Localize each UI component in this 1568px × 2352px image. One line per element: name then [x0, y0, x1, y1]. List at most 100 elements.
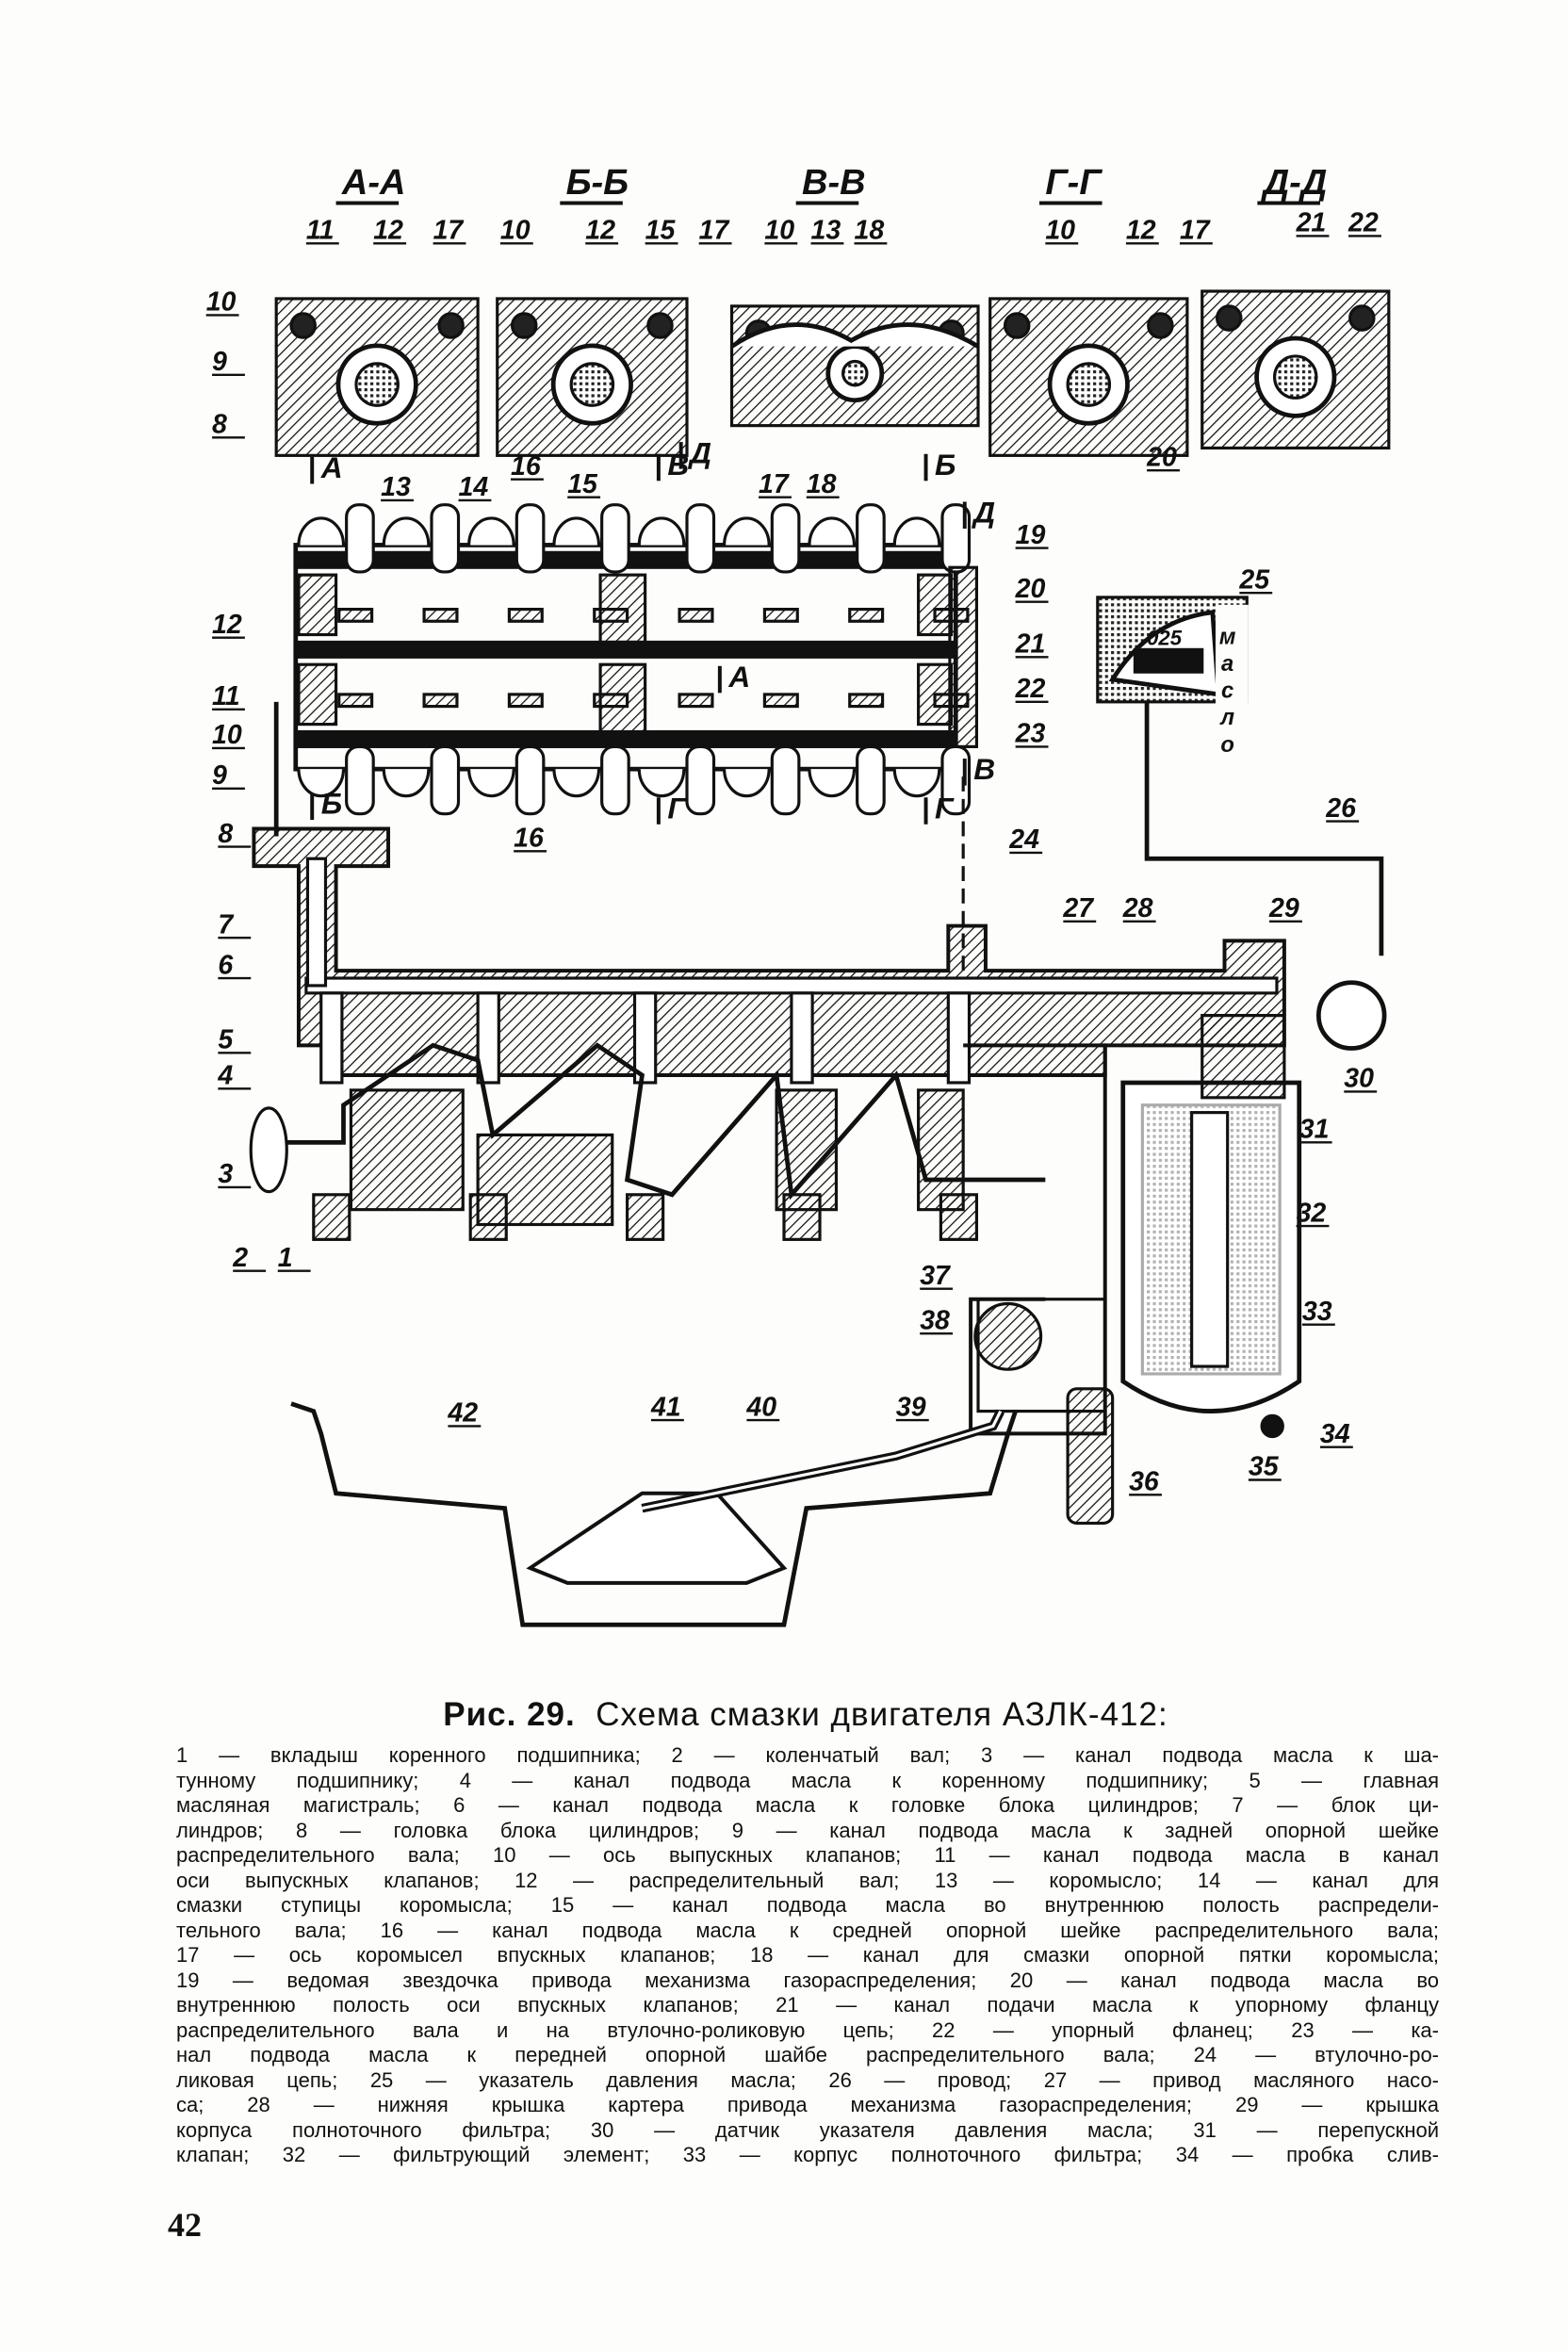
crankshaft-pulley — [249, 1106, 288, 1194]
valve-spring-cap — [808, 516, 857, 546]
cam-lobe — [848, 693, 885, 709]
valve-spring-cap — [892, 769, 941, 798]
callout-number: 13 — [811, 216, 841, 246]
callout-number: 10 — [500, 216, 531, 246]
filter-center-tube — [1190, 1111, 1230, 1368]
cylinder-block — [252, 826, 1286, 1078]
legend-line: 19 — ведомая звездочка привода механизма… — [176, 1968, 1439, 1992]
legend-line: тунному подшипнику; 4 — канал подвода ма… — [176, 1768, 1439, 1792]
callout-number: 40 — [745, 1392, 776, 1422]
callout-number: 25 — [1238, 564, 1270, 595]
oil-intake-strainer — [526, 1491, 788, 1585]
oil-intake-pipe-inner — [642, 1410, 1003, 1511]
crank-web — [775, 1088, 839, 1212]
crank-web — [917, 1088, 965, 1212]
rocker-arm — [685, 503, 716, 574]
legend-line: масляная магистраль; 6 — канал подвода м… — [176, 1793, 1439, 1817]
callout-number: 15 — [567, 469, 598, 499]
section-cut-label: Д — [687, 435, 711, 469]
legend-line: смазки ступицы коромысла; 15 — канал под… — [176, 1893, 1439, 1917]
callout-number: 12 — [373, 216, 403, 246]
bearing-web — [632, 991, 658, 1085]
valve-spring-cap — [467, 516, 515, 546]
callout-number: 20 — [1015, 574, 1046, 604]
main-bearing — [626, 1193, 665, 1241]
callout-number: 22 — [1015, 674, 1046, 704]
callout-number: 18 — [807, 469, 837, 499]
gauge-word: масло — [1215, 624, 1240, 759]
timing-cover — [963, 1043, 1107, 1436]
cam-lobe — [593, 607, 629, 623]
crank-web — [349, 1088, 465, 1212]
callout-number: 3 — [218, 1159, 233, 1189]
section-cut-label: Б — [935, 448, 956, 482]
rocker-arm — [600, 503, 630, 574]
rocker-shaft-section — [1348, 304, 1376, 332]
cam-lobe — [593, 693, 629, 709]
cam-lobe — [422, 693, 459, 709]
cam-lobe — [507, 607, 544, 623]
camshaft-core — [569, 362, 615, 407]
section-cut-label: В — [667, 448, 689, 482]
callout-number: 29 — [1268, 893, 1299, 923]
rocker-arm — [514, 744, 546, 816]
rocker-arm — [430, 503, 461, 574]
oil-shaft-line — [294, 640, 957, 659]
callout-number: 10 — [1045, 216, 1075, 246]
callout-number: 31 — [1299, 1115, 1330, 1145]
callout-number: 6 — [218, 950, 234, 980]
callout-number: 26 — [1325, 793, 1357, 824]
valve-spring-cap — [297, 516, 346, 546]
callout-number: 21 — [1015, 629, 1046, 660]
valve-spring-cap — [723, 769, 771, 798]
rocker-shaft-section — [1215, 304, 1243, 332]
oil-pump-gear — [973, 1301, 1043, 1371]
callout-number: 33 — [1302, 1297, 1332, 1327]
legend-line: тельного вала; 16 — канал подвода масла … — [176, 1918, 1439, 1942]
cam-lobe — [422, 607, 459, 623]
rocker-arm — [600, 744, 630, 816]
legend-line: распределительного вала; 10 — ось выпуск… — [176, 1843, 1439, 1867]
rocker-arm — [685, 744, 716, 816]
callout-number: 14 — [459, 472, 489, 502]
camshaft-sprocket — [948, 565, 979, 748]
valve-spring-cap — [637, 769, 686, 798]
callout-number: 18 — [854, 216, 884, 246]
callout-number: 28 — [1122, 893, 1153, 923]
callout-number: 17 — [699, 216, 730, 246]
rocker-shaft-section — [1147, 312, 1174, 339]
oil-intake-pipe — [641, 1409, 1005, 1513]
bypass-valve — [1200, 1014, 1286, 1100]
callout-number: 1 — [278, 1243, 293, 1273]
section-cut-label: Б — [321, 787, 342, 821]
callout-number: 36 — [1129, 1467, 1160, 1497]
section-title: А-А — [341, 163, 406, 203]
gauge-scale: 025 — [1147, 627, 1183, 650]
callout-number: 13 — [381, 472, 411, 502]
callout-number: 22 — [1348, 208, 1379, 238]
rocker-arm — [856, 744, 886, 816]
rocker-shaft-section — [510, 312, 538, 339]
callout-number: 39 — [896, 1392, 926, 1422]
callout-number: 41 — [650, 1392, 681, 1422]
callout-number: 4 — [217, 1061, 233, 1091]
crankshaft — [276, 1042, 1046, 1200]
section-cut-label: Д — [971, 496, 995, 530]
section-cut-label: А — [727, 660, 750, 694]
callout-number: 19 — [1016, 520, 1046, 550]
section-cut-label: Г — [935, 791, 955, 825]
bearing-web — [319, 991, 344, 1085]
figure-legend: 1 — вкладыш коренного подшипника; 2 — ко… — [176, 1743, 1439, 2168]
rocker-arm — [770, 744, 801, 816]
callout-number: 10 — [764, 216, 794, 246]
camshaft-core — [841, 359, 869, 387]
legend-line: корпуса полноточного фильтра; 30 — датчи… — [176, 2117, 1439, 2142]
drain-plug — [1260, 1413, 1284, 1439]
callout-number: 17 — [1180, 216, 1211, 246]
oil-pump-housing — [976, 1298, 1107, 1413]
section-title: Б-Б — [566, 163, 629, 203]
section-cut-label: А — [320, 450, 343, 484]
callout-number: 11 — [212, 681, 240, 711]
valve-spring-cap — [297, 769, 346, 798]
oil-pan — [290, 1401, 1018, 1627]
